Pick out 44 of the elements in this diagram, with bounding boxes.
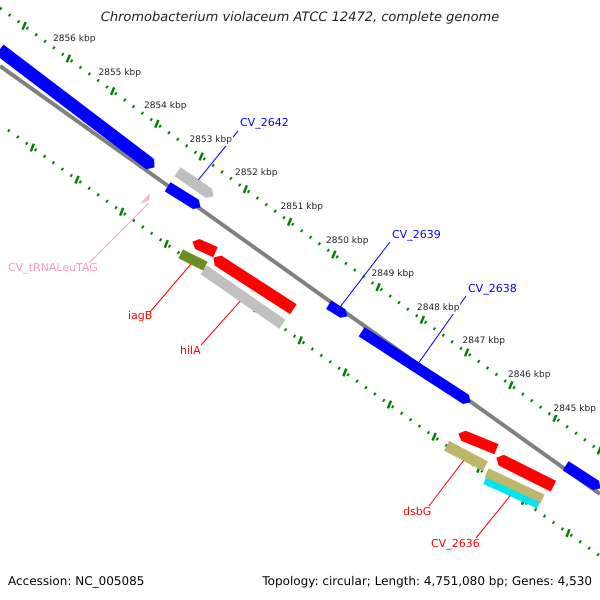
leader-line: [88, 202, 150, 264]
gene-label: CV_tRNALeuTAG: [8, 262, 98, 273]
scale-label: 2849 kbp: [370, 269, 415, 280]
scale-label: 2845 kbp: [552, 404, 597, 415]
gene-feature: [458, 430, 499, 454]
footer-text: Topology: circular; Length: 4,751,080 bp; Genes: 4,530: [262, 575, 592, 587]
leader-line: [418, 296, 466, 364]
gene-label: dsbG: [403, 506, 432, 517]
gene-feature: [200, 265, 286, 329]
scale-label: 2856 kbp: [52, 34, 96, 45]
gene-feature: [192, 238, 218, 258]
scale-label: 2850 kbp: [325, 236, 370, 247]
gene-feature: [213, 256, 297, 314]
scale-label: 2853 kbp: [188, 134, 233, 146]
title: Chromobacterium violaceum ATCC 12472, complete genome: [100, 11, 500, 24]
gene-label: CV_2638: [468, 283, 517, 294]
gene-feature: [174, 167, 214, 198]
scale-label: 2848 kbp: [416, 302, 460, 314]
scale-label: 2851 kbp: [280, 202, 324, 213]
gene-label: CV_2642: [240, 117, 289, 128]
gene-feature: [444, 440, 488, 472]
gene-feature: [178, 249, 208, 271]
leader-line: [340, 242, 390, 308]
scale-label: 2854 kbp: [143, 101, 188, 112]
leader-line: [428, 460, 464, 506]
scale-label: 2847 kbp: [462, 336, 506, 348]
gene-label: CV_2639: [392, 229, 441, 240]
gene-label: iagB: [128, 310, 152, 321]
gene-feature: [484, 468, 545, 504]
trna-marker: [140, 193, 150, 204]
gene-feature: [496, 454, 556, 492]
footer-text: Accession: NC_005085: [8, 575, 144, 587]
gene-feature: [562, 461, 600, 490]
gene-feature: [164, 182, 201, 210]
gene-feature: [483, 478, 540, 508]
scale-label: 2852 kbp: [234, 168, 278, 180]
gene-label: hilA: [180, 345, 201, 356]
gene-label: CV_2636: [431, 538, 480, 549]
leader-line: [150, 264, 192, 312]
scale-label: 2855 kbp: [98, 68, 142, 79]
leader-line: [476, 495, 511, 538]
gene-feature: [326, 300, 348, 318]
leader-line: [200, 300, 241, 346]
scale-label: 2846 kbp: [507, 370, 552, 381]
